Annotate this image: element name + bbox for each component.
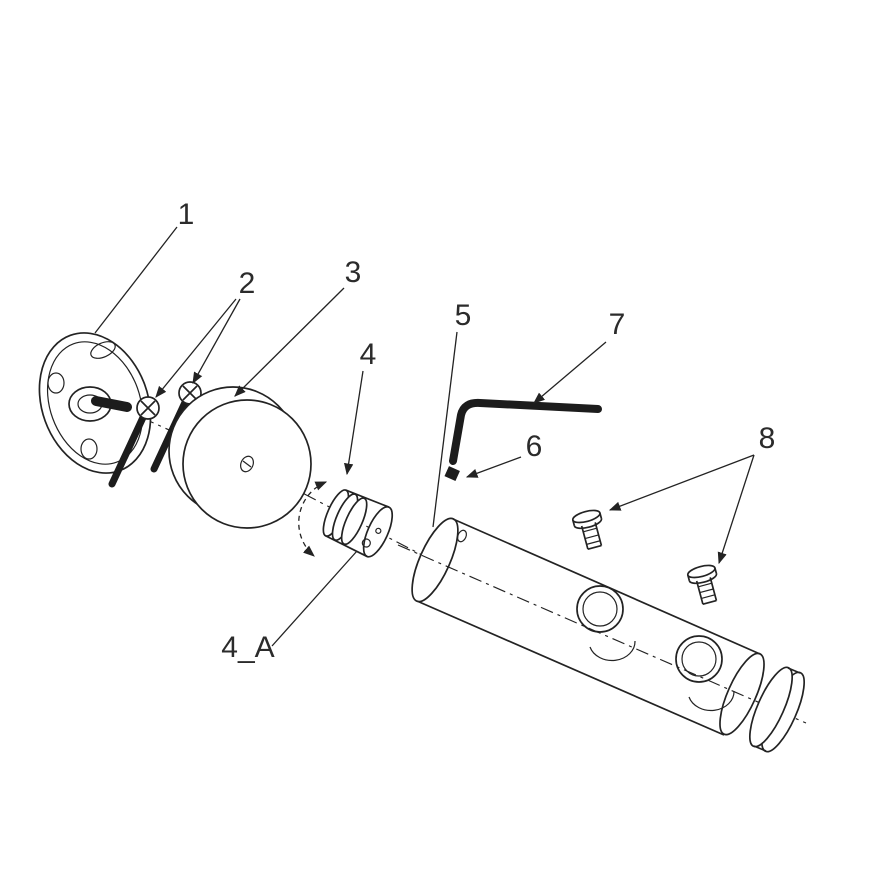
connector-rib-3: [340, 497, 368, 546]
label-part-3: 3: [345, 256, 362, 289]
connector-center-mark: [375, 527, 382, 534]
button-screw-2: [686, 564, 718, 606]
end-cap-top-edge: [787, 667, 801, 674]
connector-set-screw-hole: [361, 538, 371, 548]
screw-shank: [580, 522, 603, 550]
label-part-8: 8: [759, 422, 776, 455]
boss-hole-2-inner: [681, 641, 717, 677]
tube-set-screw-hole: [457, 529, 467, 543]
screw-b-shaft: [108, 407, 150, 488]
screw-tip: [587, 544, 602, 551]
boss-1-far-rim: [589, 640, 636, 662]
phillips-cross-icon: [140, 400, 156, 416]
screw-head-top: [571, 509, 601, 524]
screw-threads: [698, 582, 716, 599]
part-6-set-screw: [444, 466, 460, 482]
label-part-2: 2: [239, 267, 256, 300]
part-labels: 1 2 3 4 5 6 7 8 4_A: [178, 198, 776, 664]
leader-3: [234, 287, 345, 397]
label-part-4a: 4_A: [221, 631, 274, 664]
leader-6: [465, 456, 522, 478]
label-part-4: 4: [360, 338, 377, 371]
phillips-cross-icon: [182, 385, 198, 401]
leader-4a: [271, 550, 358, 647]
label-part-1: 1: [178, 198, 195, 231]
rotation-arrow: [298, 481, 328, 557]
flange-hole-left: [47, 372, 65, 394]
leader-5: [432, 331, 458, 528]
tube-right-end-face: [719, 652, 765, 736]
leader-2a: [192, 298, 241, 385]
tube-bottom-edge: [416, 600, 725, 736]
part-7-allen-key: [449, 398, 602, 465]
part-8-screws: [571, 509, 718, 606]
connector-body: [322, 489, 394, 558]
flange-inner-rim: [46, 341, 144, 465]
label-part-5: 5: [455, 299, 472, 332]
part-5-tube-body: [397, 517, 807, 736]
leader-1: [94, 226, 178, 334]
part-4-connector: [298, 481, 394, 558]
connector-bottom-edge: [325, 535, 368, 558]
flange-stud: [91, 396, 132, 412]
label-part-7: 7: [609, 308, 626, 341]
part-5-end-cap: [749, 666, 805, 753]
leader-8a: [608, 454, 755, 511]
boss-hole-2-outer: [675, 635, 723, 683]
boss-2-far-rim: [688, 690, 735, 712]
allen-key: [449, 398, 602, 465]
tube-centerline: [397, 544, 807, 724]
disc-center-hole: [240, 455, 254, 473]
leader-4: [343, 370, 364, 476]
leader-7: [533, 341, 607, 404]
leader-lines: [94, 226, 755, 647]
screw-tip: [702, 599, 717, 606]
flange-hole-bottom: [80, 438, 98, 460]
boss-hole-1-inner: [582, 591, 618, 627]
leader-2b: [155, 298, 237, 398]
leader-8b: [717, 454, 755, 565]
screw-head-top: [686, 564, 716, 579]
connector-top-edge: [345, 489, 390, 508]
tube-surface: [417, 519, 760, 735]
boss-hole-1-outer: [576, 585, 624, 633]
disc-center-slot: [242, 460, 252, 468]
label-part-6: 6: [526, 430, 543, 463]
screw-head-underside: [688, 573, 718, 585]
part-3-disc: [168, 386, 312, 529]
button-screw-1: [571, 509, 603, 551]
end-cap-bottom-edge: [753, 745, 767, 752]
screw-threads: [583, 527, 601, 545]
flange-slot-hole: [90, 341, 116, 359]
set-screw: [444, 466, 460, 482]
screw-head-underside: [573, 518, 603, 530]
part-1-wall-flange: [38, 332, 152, 474]
